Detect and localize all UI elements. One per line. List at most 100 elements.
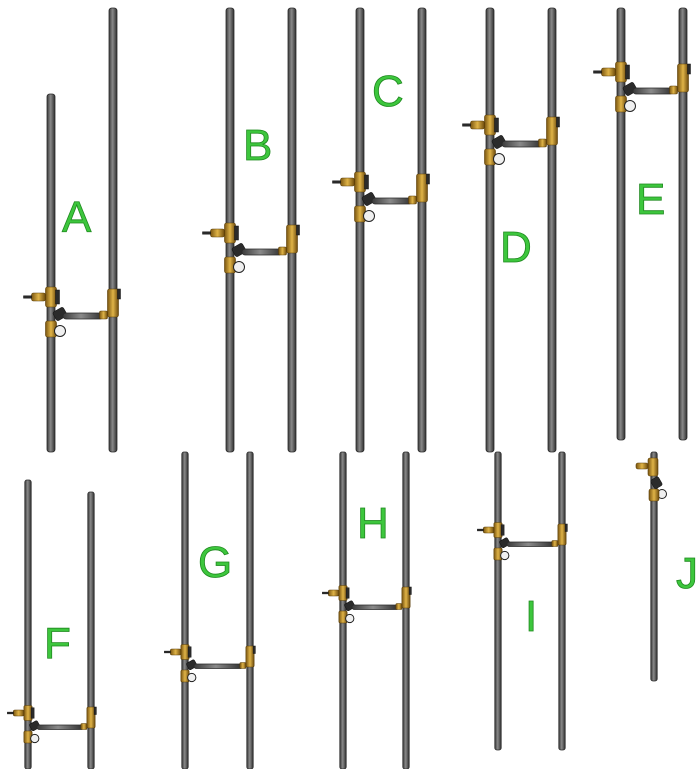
valve-assembly-b-actuator-stem bbox=[202, 231, 211, 235]
valve-assembly-b-right-handle bbox=[296, 224, 300, 236]
riser-pipe-g-right bbox=[246, 451, 254, 769]
riser-pipe-e-left bbox=[616, 7, 626, 441]
valve-assembly-b-handle bbox=[234, 225, 239, 241]
valve-assembly-h-actuator-stem bbox=[322, 591, 329, 595]
valve-assembly-c-left-valve-body bbox=[354, 171, 366, 193]
valve-assembly-i-bypass-pipe bbox=[506, 541, 555, 547]
valve-assembly-e-right-handle bbox=[687, 63, 691, 75]
valve-assembly-d-bypass-pipe bbox=[501, 140, 543, 148]
riser-pipe-i-right bbox=[558, 451, 566, 751]
valve-assembly-e-bypass-pipe bbox=[632, 87, 674, 95]
valve-assembly-i-right-tee bbox=[551, 540, 559, 547]
valve-assembly-b-gauge bbox=[233, 261, 245, 273]
valve-assembly-f-right-valve-body bbox=[86, 706, 96, 729]
valve-assembly-f-right-handle bbox=[93, 706, 97, 715]
valve-assembly-c-right-valve-body bbox=[416, 173, 428, 203]
riser-pipe-c-left bbox=[355, 7, 365, 453]
valve-assembly-c-bypass-pipe bbox=[371, 197, 413, 205]
valve-assembly-g-right-handle bbox=[252, 645, 256, 654]
valve-assembly-c-gauge bbox=[363, 210, 375, 222]
valve-assembly-a-actuator-stem bbox=[23, 295, 32, 299]
valve-assembly-j-actuator-arm bbox=[635, 462, 649, 470]
valve-assembly-f-handle bbox=[30, 707, 35, 719]
valve-assembly-f-actuator-arm bbox=[13, 709, 25, 717]
group-label-i: I bbox=[525, 592, 537, 641]
valve-assembly-a-left-valve-body bbox=[45, 286, 57, 308]
valve-assembly-i-right-valve-body bbox=[557, 523, 567, 546]
valve-assembly-d-handle bbox=[494, 117, 499, 133]
valve-assembly-h-handle bbox=[345, 587, 350, 599]
valve-assembly-d-left-valve-body bbox=[484, 114, 496, 136]
group-label-f: F bbox=[44, 619, 71, 668]
valve-assembly-d-right-valve-body bbox=[546, 116, 558, 146]
group-label-j: J bbox=[676, 549, 697, 598]
valve-assembly-e-left-valve-body bbox=[615, 61, 627, 83]
valve-assembly-i-handle bbox=[500, 524, 505, 536]
valve-assembly-e-handle bbox=[625, 64, 630, 80]
valve-assembly-f-actuator-stem bbox=[7, 711, 14, 715]
group-label-e: E bbox=[636, 175, 665, 224]
valve-assembly-e-right-tee bbox=[669, 85, 678, 95]
valve-assembly-h-actuator-arm bbox=[328, 589, 340, 597]
valve-assembly-h-right-handle bbox=[408, 586, 412, 595]
group-label-c: C bbox=[372, 67, 404, 116]
valve-assembly-a-bypass-pipe bbox=[62, 312, 104, 320]
valve-assembly-e-gauge bbox=[624, 100, 636, 112]
valve-assembly-a-actuator-arm bbox=[31, 292, 46, 302]
valve-assembly-e-actuator-arm bbox=[601, 67, 616, 77]
riser-pipe-h-left bbox=[339, 451, 347, 769]
valve-assembly-b-right-tee bbox=[278, 246, 287, 256]
riser-pipe-j bbox=[650, 451, 658, 682]
valve-assembly-d-actuator-stem bbox=[462, 123, 471, 127]
riser-pipe-f-right bbox=[87, 491, 95, 769]
riser-pipe-e-right bbox=[678, 7, 688, 441]
valve-assembly-d-gauge bbox=[493, 153, 505, 165]
valve-assembly-c-right-tee bbox=[408, 195, 417, 205]
valve-assembly-d-right-tee bbox=[538, 138, 547, 148]
riser-pipe-a-right bbox=[108, 7, 118, 453]
valve-assembly-h-bypass-pipe bbox=[351, 604, 399, 610]
valve-assembly-d-right-handle bbox=[556, 116, 560, 128]
riser-pipe-f-left bbox=[24, 479, 32, 769]
riser-pipe-g-left bbox=[181, 451, 189, 769]
valve-assembly-a-right-handle bbox=[117, 288, 121, 300]
valve-assembly-g-right-tee bbox=[239, 662, 247, 669]
riser-pipe-i-left bbox=[494, 451, 502, 751]
riser-pipe-h-right bbox=[402, 451, 410, 769]
valve-assembly-a-handle bbox=[55, 289, 60, 305]
riser-pipe-a-left bbox=[46, 93, 56, 453]
valve-assembly-i-actuator-stem bbox=[477, 528, 484, 532]
group-label-a: A bbox=[62, 193, 92, 242]
valve-assembly-c-handle bbox=[364, 174, 369, 190]
valve-assembly-e-right-valve-body bbox=[677, 63, 689, 93]
valve-assembly-f-right-tee bbox=[80, 723, 88, 730]
valve-assembly-i-right-handle bbox=[564, 523, 568, 532]
valve-assembly-g-bypass-pipe bbox=[193, 663, 243, 669]
valve-assembly-a-right-tee bbox=[99, 310, 108, 320]
valve-assembly-e-actuator-stem bbox=[593, 70, 602, 74]
valve-assembly-g-actuator-arm bbox=[170, 648, 182, 656]
valve-assembly-f-gauge bbox=[30, 733, 40, 744]
group-label-g: G bbox=[198, 538, 232, 587]
valve-assembly-j-lower-valve bbox=[648, 488, 660, 502]
valve-assembly-j-valve-body bbox=[647, 457, 659, 477]
valve-assembly-g-handle bbox=[187, 646, 192, 658]
valve-assembly-b-actuator-arm bbox=[210, 228, 225, 238]
valve-assembly-g-right-valve-body bbox=[245, 645, 255, 668]
valve-assembly-d-actuator-arm bbox=[470, 120, 485, 130]
valve-assembly-h-gauge bbox=[345, 613, 355, 624]
riser-pipe-d-right bbox=[547, 7, 557, 453]
valve-assembly-h-right-valve-body bbox=[401, 586, 411, 609]
valve-assembly-i-gauge bbox=[500, 550, 510, 561]
valve-assembly-f-bypass-pipe bbox=[36, 724, 84, 730]
valve-assembly-a-gauge bbox=[54, 325, 66, 337]
valve-assembly-g-gauge bbox=[187, 672, 197, 683]
valve-assembly-b-bypass-pipe bbox=[241, 248, 283, 256]
valve-assembly-c-right-handle bbox=[426, 173, 430, 185]
group-label-h: H bbox=[357, 499, 389, 548]
valve-assembly-c-actuator-stem bbox=[332, 180, 341, 184]
valve-assembly-b-left-valve-body bbox=[224, 222, 236, 244]
valve-assembly-i-actuator-arm bbox=[483, 526, 495, 534]
group-label-d: D bbox=[500, 223, 532, 272]
